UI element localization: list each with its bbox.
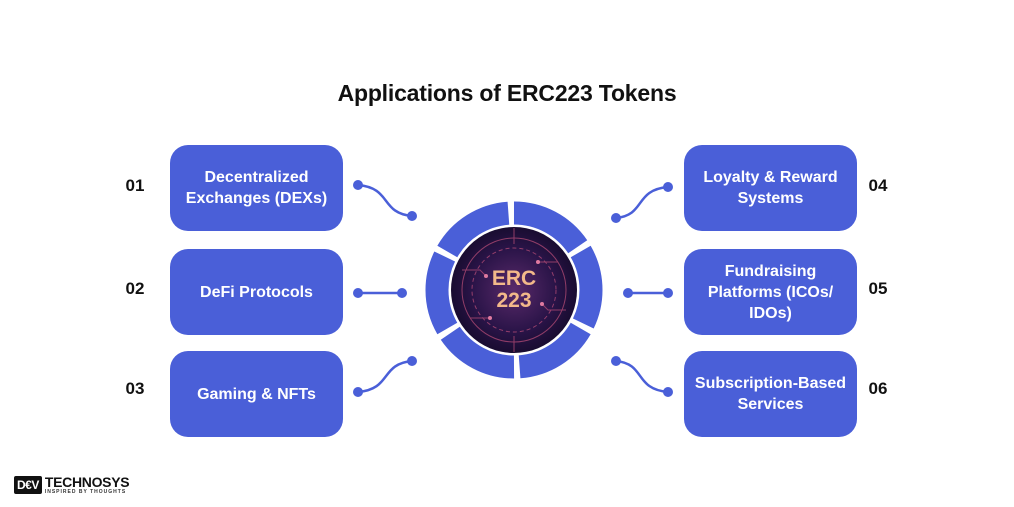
dot-05-card bbox=[663, 288, 673, 298]
dot-04-ring bbox=[611, 213, 621, 223]
application-card-loyalty: Loyalty & Reward Systems bbox=[684, 145, 857, 231]
application-card-subscription: Subscription-Based Services bbox=[684, 351, 857, 437]
logo-main-text: TECHNOSYS bbox=[44, 474, 130, 490]
dot-05-ring bbox=[623, 288, 633, 298]
dot-06-ring bbox=[611, 356, 621, 366]
logo-mark: D€V bbox=[14, 476, 42, 494]
erc223-center-badge: ERC 223 bbox=[451, 227, 577, 353]
center-text-line1: ERC bbox=[492, 267, 536, 290]
item-number-05: 05 bbox=[868, 279, 888, 298]
connectors bbox=[357, 183, 669, 394]
dot-01-ring bbox=[407, 211, 417, 221]
dot-04-card bbox=[663, 182, 673, 192]
connector-01 bbox=[357, 183, 413, 218]
item-number-06: 06 bbox=[868, 379, 888, 398]
dot-01-card bbox=[353, 180, 363, 190]
devtechnosys-logo: D€V TECHNOSYS INSPIRED BY THOUGHTS bbox=[14, 474, 130, 496]
diagram-title: Applications of ERC223 Tokens bbox=[337, 80, 677, 106]
connector-03 bbox=[357, 359, 413, 394]
connector-04 bbox=[615, 185, 669, 220]
application-card-defi: DeFi Protocols bbox=[170, 249, 343, 335]
application-card-dex: Decentralized Exchanges (DEXs) bbox=[170, 145, 343, 231]
dot-03-card bbox=[353, 387, 363, 397]
logo-tagline: INSPIRED BY THOUGHTS bbox=[44, 489, 127, 495]
dot-02-card bbox=[353, 288, 363, 298]
dot-02-ring bbox=[397, 288, 407, 298]
application-card-gaming: Gaming & NFTs bbox=[170, 351, 343, 437]
item-number-02: 02 bbox=[125, 279, 145, 298]
item-number-03: 03 bbox=[125, 379, 145, 398]
item-number-01: 01 bbox=[125, 176, 145, 195]
dot-03-ring bbox=[407, 356, 417, 366]
center-text-line2: 223 bbox=[496, 289, 531, 312]
dot-06-card bbox=[663, 387, 673, 397]
connector-dots bbox=[353, 180, 673, 397]
application-card-fundraising: Fundraising Platforms (ICOs/ IDOs) bbox=[684, 249, 857, 335]
item-number-04: 04 bbox=[868, 176, 888, 195]
segmented-ring bbox=[425, 201, 603, 379]
connector-06 bbox=[615, 359, 669, 394]
logo-wordmark: TECHNOSYS INSPIRED BY THOUGHTS bbox=[44, 474, 130, 495]
